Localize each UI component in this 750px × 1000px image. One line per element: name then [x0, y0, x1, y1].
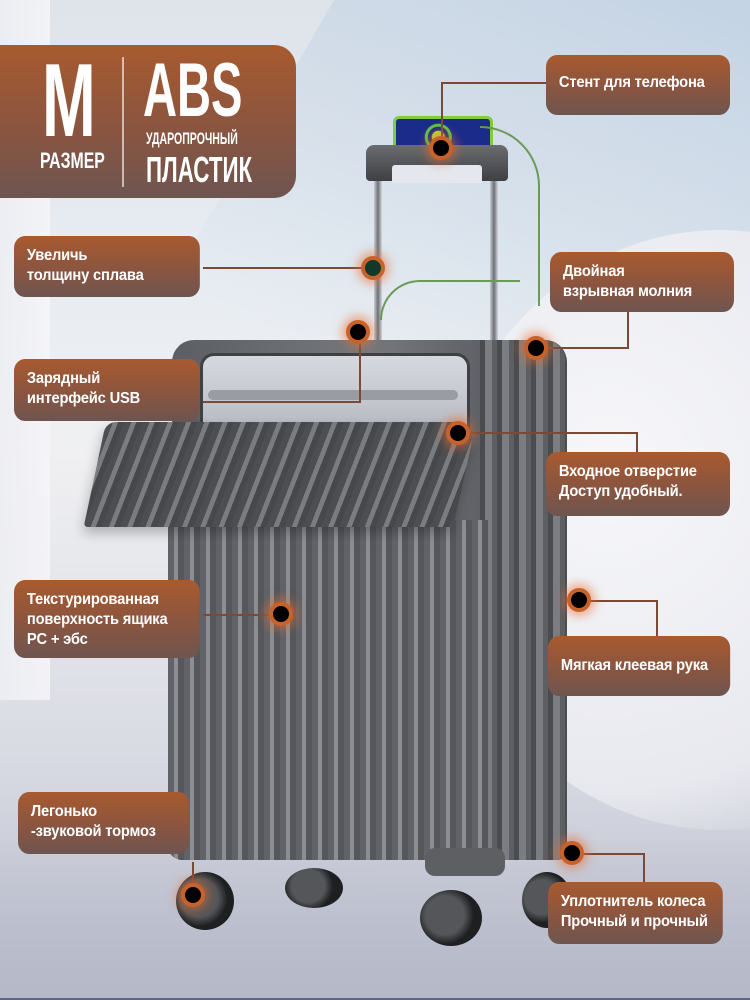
suitcase-ribbed-body: [168, 520, 488, 860]
callout-usb-interface: Зарядный интерфейс USB: [14, 359, 200, 421]
callout-text: Мягкая клеевая рука: [560, 657, 708, 674]
size-letter: M: [42, 43, 96, 159]
callout-text: Стент для телефона: [558, 74, 705, 91]
leader-zipper-v: [627, 310, 629, 348]
callout-text: толщину сплава: [26, 267, 144, 284]
leader-texture: [203, 614, 281, 616]
callout-text: Двойная: [562, 263, 625, 280]
callout-silent-brake: Легонько -звуковой тормоз: [18, 792, 190, 854]
leader-usb-v: [359, 335, 361, 402]
callout-front-opening: Входное отверстие Доступ удобный.: [546, 452, 730, 516]
hotspot-texture[interactable]: [269, 602, 293, 626]
leader-opening-v: [636, 432, 638, 462]
callout-text: Легонько: [30, 803, 97, 820]
leader-phone-stand-v: [441, 82, 443, 148]
hotspot-zipper[interactable]: [524, 336, 548, 360]
laptop-slot: [208, 390, 458, 400]
callout-text: Прочный и прочный: [560, 913, 708, 930]
wheel-back-left: [285, 868, 343, 908]
callout-text: Текстурированная: [26, 591, 159, 608]
handle-grip-gap: [392, 165, 482, 183]
hotspot-opening[interactable]: [446, 421, 470, 445]
callout-phone-stand: Стент для телефона: [546, 55, 730, 115]
callout-text: Зарядный: [26, 370, 101, 387]
usb-cable-lower: [380, 280, 520, 320]
size-label: РАЗМЕР: [40, 148, 105, 173]
callout-text: Увеличь: [26, 247, 88, 264]
suitcase-side-ribs: [480, 340, 566, 860]
leader-zipper-h: [540, 347, 629, 349]
wheel-front-right: [420, 890, 482, 946]
callout-text: Доступ удобный.: [558, 483, 683, 500]
hotspot-brake[interactable]: [181, 883, 205, 907]
leader-opening-h: [460, 432, 638, 434]
callout-text: PC + эбс: [26, 631, 88, 648]
hotspot-handle[interactable]: [567, 588, 591, 612]
callout-alloy-thickness: Увеличь толщину сплава: [14, 236, 200, 297]
leader-phone-stand-h: [441, 82, 547, 84]
callout-text: интерфейс USB: [26, 390, 141, 407]
hotspot-wheel-seal[interactable]: [560, 841, 584, 865]
leader-usb-h: [203, 401, 361, 403]
leader-alloy: [203, 267, 368, 269]
hotspot-phone-stand[interactable]: [429, 136, 453, 160]
leader-brake: [192, 862, 194, 892]
front-lid-open: [83, 422, 476, 527]
callout-text: -звуковой тормоз: [30, 823, 156, 840]
material-sub-2: ПЛАСТИК: [146, 149, 253, 190]
callout-text: Уплотнитель колеса: [560, 893, 706, 910]
callout-text: Входное отверстие: [558, 463, 697, 480]
material-name: ABS: [143, 48, 243, 133]
material-sub-1: УДАРОПРОЧНЫЙ: [146, 129, 238, 148]
hotspot-alloy[interactable]: [361, 256, 385, 280]
bottom-border: [0, 998, 750, 1000]
leader-wheel-h: [575, 853, 645, 855]
leader-handle-v: [656, 600, 658, 636]
bottom-handle: [425, 848, 505, 876]
leader-handle-h: [580, 600, 658, 602]
callout-text: поверхность ящика: [26, 611, 168, 628]
callout-text: взрывная молния: [562, 283, 693, 300]
callout-double-zipper: Двойная взрывная молния: [550, 252, 734, 312]
callout-textured-surface: Текстурированная поверхность ящика PC + …: [14, 580, 200, 658]
leader-wheel-v: [643, 853, 645, 885]
size-material-badge: M РАЗМЕР ABS УДАРОПРОЧНЫЙ ПЛАСТИК: [0, 45, 296, 198]
badge-divider: [122, 57, 124, 187]
callout-wheel-seal: Уплотнитель колеса Прочный и прочный: [548, 882, 723, 944]
hotspot-usb[interactable]: [346, 320, 370, 344]
callout-soft-handle: Мягкая клеевая рука: [548, 636, 731, 696]
